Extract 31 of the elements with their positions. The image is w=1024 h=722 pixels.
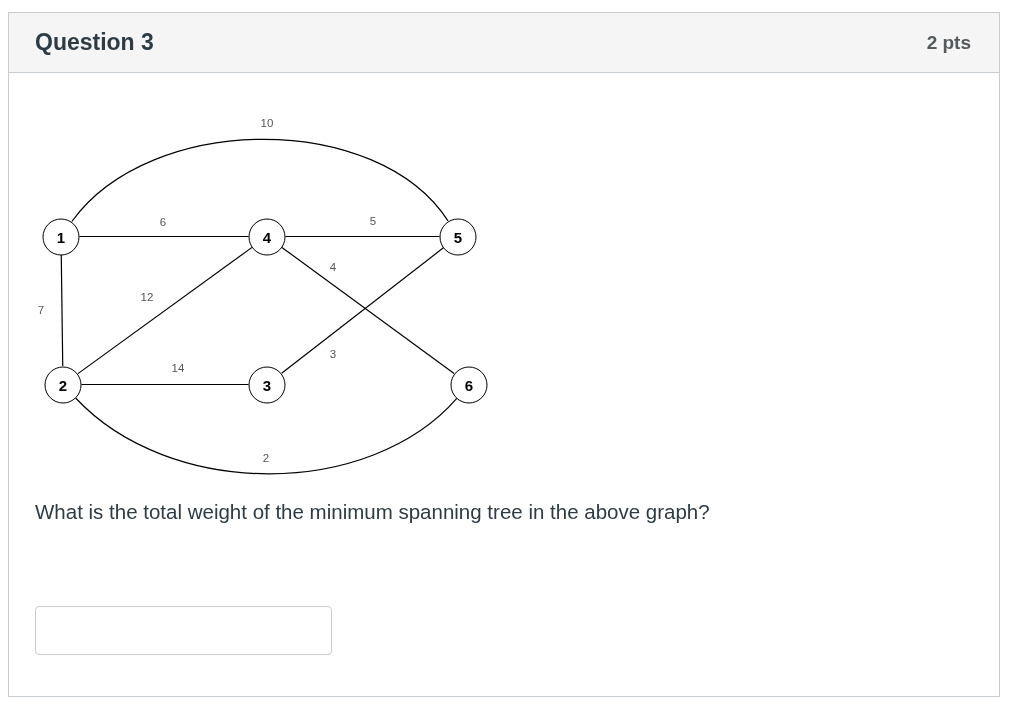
edge-weight: 14	[170, 363, 186, 375]
graph-node	[44, 366, 82, 403]
edge-weight: 6	[158, 217, 168, 229]
node-number: 6	[464, 377, 474, 392]
node-number: 1	[56, 229, 66, 244]
node-number: 4	[262, 229, 272, 244]
edge-line	[77, 246, 253, 375]
graph-node	[450, 366, 488, 403]
node-number: 5	[453, 229, 463, 244]
edge-line	[80, 383, 250, 386]
edge-weight: 4	[328, 262, 338, 274]
graph-node	[439, 218, 477, 255]
edge-weight: 5	[368, 216, 378, 228]
question-title: Question 3	[35, 29, 154, 56]
question-text: What is the total weight of the minimum spanning tree in the above graph?	[35, 500, 710, 524]
points-value: 2 pts	[926, 31, 971, 54]
graph-node	[248, 366, 286, 403]
edge-weight: 3	[328, 349, 338, 361]
edge-weight: 2	[261, 453, 271, 465]
edge-line	[71, 138, 449, 223]
edge-line	[75, 397, 458, 475]
edge-weight: 10	[259, 118, 275, 130]
graph-node	[42, 218, 80, 255]
edge-weight: 12	[139, 292, 155, 304]
graph-node	[248, 218, 286, 255]
node-number: 3	[262, 377, 272, 392]
edge-line	[284, 235, 441, 238]
edge-weight: 7	[36, 305, 46, 317]
edge-line	[60, 254, 64, 367]
edge-line	[78, 235, 250, 238]
node-number: 2	[58, 377, 68, 392]
